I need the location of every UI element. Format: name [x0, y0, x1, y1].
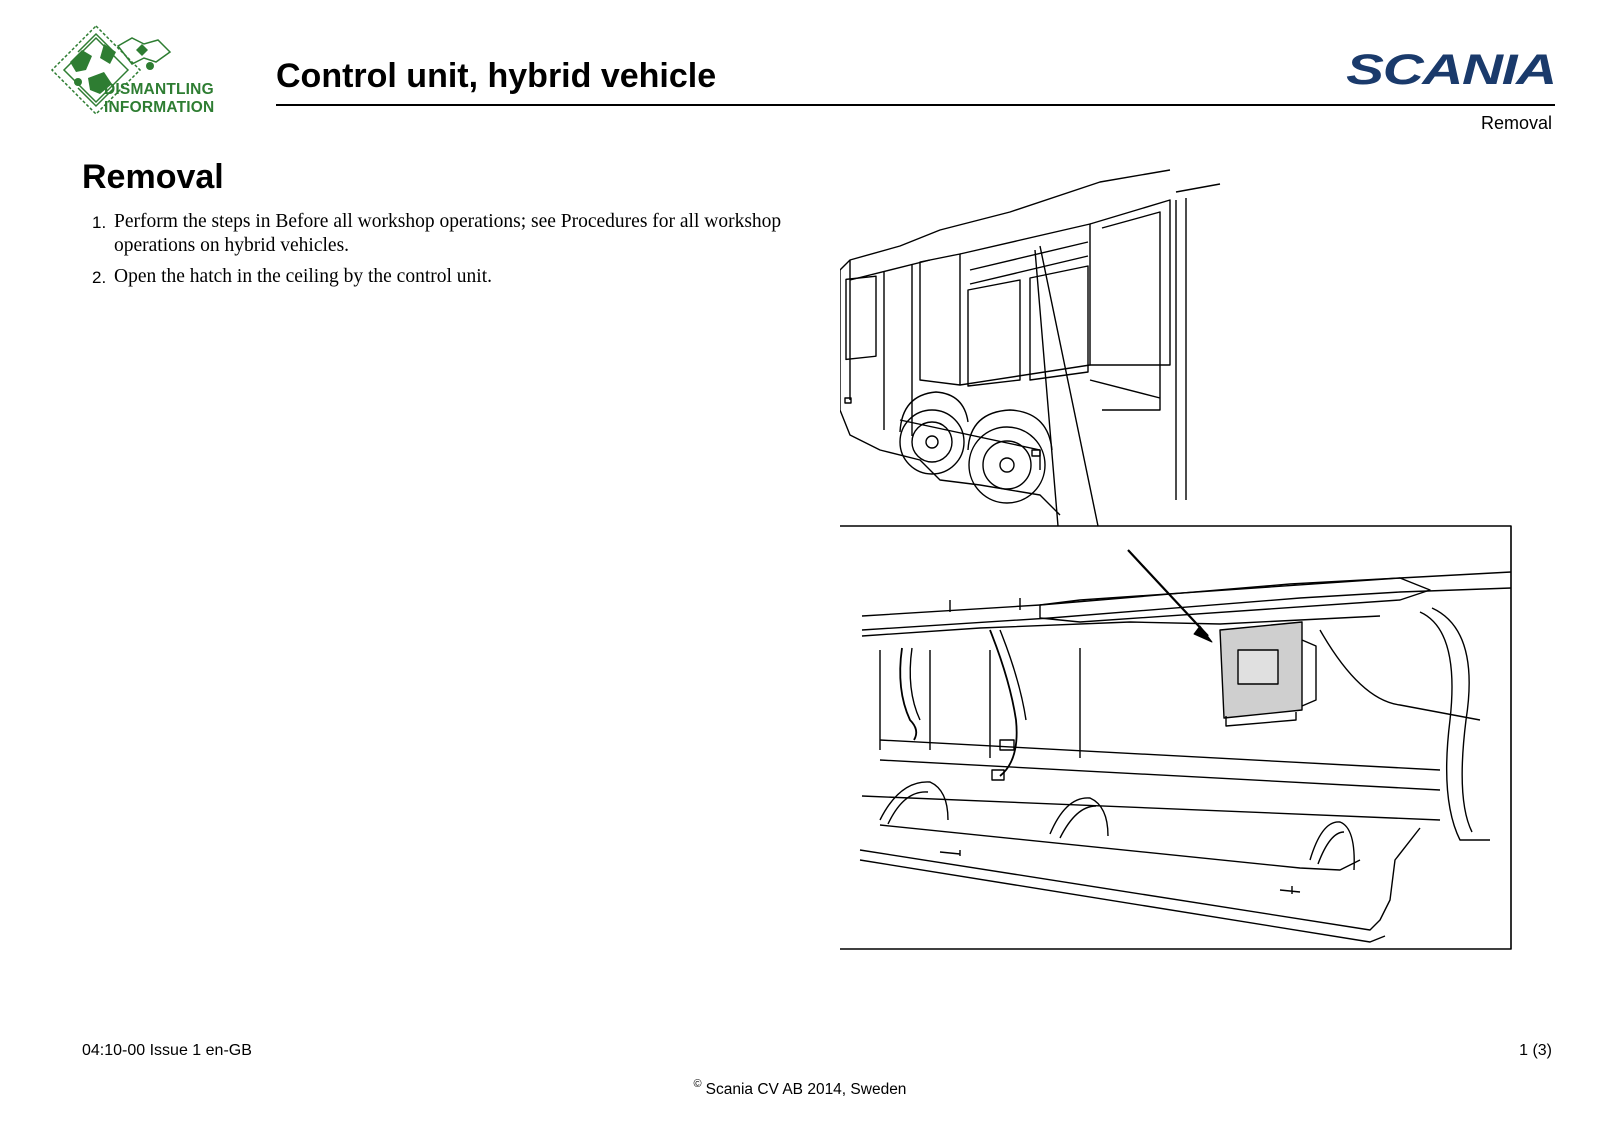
document-id: 04:10-00 Issue 1 en-GB: [82, 1042, 252, 1059]
page-number: 1 (3): [1519, 1042, 1552, 1059]
logo-text: DISMANTLING INFORMATION: [104, 81, 214, 117]
section-heading: Removal: [82, 158, 224, 196]
control-unit: [1219, 621, 1317, 727]
step-item: 1. Perform the steps in Before all works…: [92, 210, 792, 258]
ceiling-detail: [859, 549, 1512, 943]
step-item: 2. Open the hatch in the ceiling by the …: [92, 265, 792, 290]
copyright-text: Scania CV AB 2014, Sweden: [705, 1081, 907, 1098]
illustration-drawing: [830, 169, 1512, 950]
detail-frame: [830, 525, 1512, 950]
recycling-puzzle-icon: [50, 24, 172, 116]
scania-brand-logo: SCANIA: [1346, 46, 1557, 94]
header-divider: [276, 104, 1555, 106]
dismantling-information-logo: DISMANTLING INFORMATION: [48, 22, 238, 122]
step-number: 2.: [92, 268, 107, 287]
bus-drawing: [839, 169, 1221, 527]
copyright-notice: ©Scania CV AB 2014, Sweden: [0, 1078, 1600, 1099]
procedure-steps: 1. Perform the steps in Before all works…: [92, 210, 792, 297]
logo-line-1: DISMANTLING: [104, 81, 214, 98]
bus-control-unit-illustration: [830, 160, 1560, 980]
step-number: 1.: [92, 213, 107, 232]
document-title: Control unit, hybrid vehicle: [276, 57, 717, 95]
logo-line-2: INFORMATION: [104, 99, 215, 116]
step-text: Perform the steps in Before all workshop…: [114, 211, 782, 256]
section-label: Removal: [1480, 113, 1552, 133]
copyright-icon: ©: [693, 1078, 702, 1090]
step-text: Open the hatch in the ceiling by the con…: [114, 266, 492, 287]
